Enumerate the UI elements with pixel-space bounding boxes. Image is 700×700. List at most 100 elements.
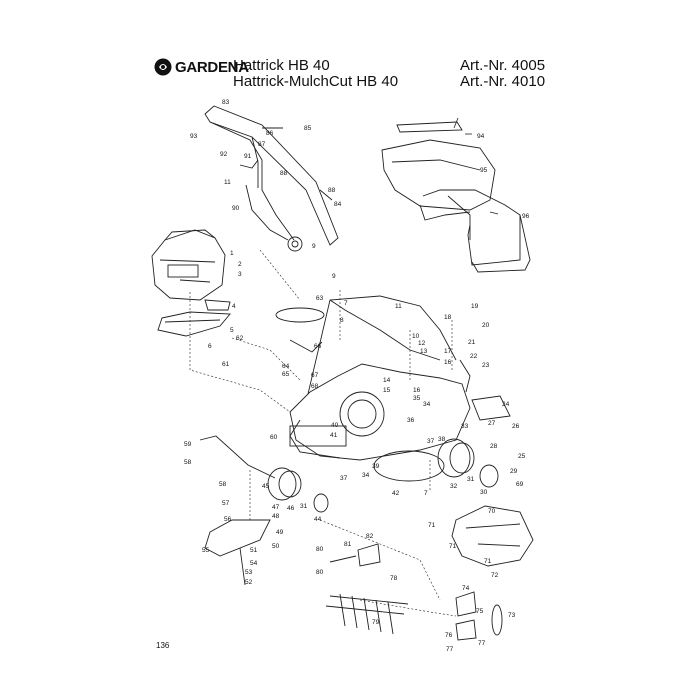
part-label-31a: 31 — [467, 476, 475, 483]
part-label-45: 45 — [262, 483, 270, 490]
part-label-57: 57 — [222, 500, 230, 507]
part-label-71a: 71 — [428, 522, 436, 529]
part-label-82: 82 — [366, 533, 374, 540]
part-label-70: 70 — [488, 508, 496, 515]
part-label-13: 13 — [420, 348, 428, 355]
part-label-31b: 31 — [300, 503, 308, 510]
part-label-16a: 16 — [444, 359, 452, 366]
part-label-10: 10 — [412, 333, 420, 340]
model-title-1: Hattrick HB 40 — [233, 57, 330, 74]
part-label-47: 47 — [272, 504, 280, 511]
part-label-37a: 37 — [427, 438, 435, 445]
brand-name: GARDENA — [175, 58, 249, 76]
handle-assembly-drawing — [204, 105, 339, 252]
part-label-22: 22 — [470, 353, 478, 360]
part-label-54: 54 — [250, 560, 258, 567]
part-label-29: 29 — [510, 468, 518, 475]
part-label-67: 67 — [311, 372, 319, 379]
part-label-66: 66 — [314, 343, 322, 350]
part-label-80b: 80 — [316, 569, 324, 576]
engine-drawing — [151, 229, 226, 301]
deck-drawing — [289, 295, 471, 461]
part-label-93: 93 — [190, 133, 198, 140]
part-label-33: 33 — [461, 423, 469, 430]
part-label-34a: 34 — [423, 401, 431, 408]
part-label-86: 86 — [266, 130, 274, 137]
article-number-1: Art.-Nr. 4005 — [460, 57, 546, 74]
part-label-41: 41 — [330, 432, 338, 439]
part-label-4: 4 — [232, 303, 236, 310]
part-label-16b: 16 — [413, 387, 421, 394]
part-label-37b: 37 — [340, 475, 348, 482]
part-label-52: 52 — [245, 579, 253, 586]
part-label-85: 85 — [304, 125, 312, 132]
height-adjuster-drawing — [199, 435, 276, 586]
part-label-38: 38 — [438, 436, 446, 443]
part-label-88a: 88 — [280, 170, 288, 177]
part-label-73: 73 — [508, 612, 516, 619]
part-label-96: 96 — [522, 213, 530, 220]
part-label-9b: 9 — [332, 273, 336, 280]
part-label-80a: 80 — [316, 546, 324, 553]
part-label-90: 90 — [232, 205, 240, 212]
article-number-2: Art.-Nr. 4010 — [460, 73, 546, 90]
part-label-91: 91 — [244, 153, 252, 160]
part-label-24: 24 — [502, 401, 510, 408]
part-label-60: 60 — [270, 434, 278, 441]
part-label-36: 36 — [407, 417, 415, 424]
part-label-5: 5 — [230, 327, 234, 334]
part-label-18: 18 — [444, 314, 452, 321]
part-label-15: 15 — [383, 387, 391, 394]
part-label-50: 50 — [272, 543, 280, 550]
blade-drawing — [157, 299, 231, 337]
part-label-49: 49 — [276, 529, 284, 536]
belt-drive-drawing — [275, 307, 503, 641]
part-label-51: 51 — [250, 547, 258, 554]
part-label-69: 69 — [516, 481, 524, 488]
part-label-64: 64 — [282, 363, 290, 370]
part-label-42: 42 — [392, 490, 400, 497]
part-label-28: 28 — [490, 443, 498, 450]
part-label-84: 84 — [334, 201, 342, 208]
part-label-75: 75 — [476, 608, 484, 615]
part-label-27: 27 — [488, 420, 496, 427]
scarifier-roller-drawing — [325, 543, 409, 635]
part-label-23: 23 — [482, 362, 490, 369]
part-label-40: 40 — [331, 422, 339, 429]
part-label-87: 87 — [258, 141, 266, 148]
part-label-19: 19 — [471, 303, 479, 310]
gardena-logo: GARDENA — [154, 57, 249, 77]
part-label-39: 39 — [372, 463, 380, 470]
part-label-78: 78 — [390, 575, 398, 582]
model-title-2: Hattrick-MulchCut HB 40 — [233, 73, 399, 90]
part-label-12: 12 — [418, 340, 426, 347]
grass-bag-drawing — [381, 121, 531, 273]
guide-lines — [189, 249, 457, 617]
part-label-83: 83 — [222, 99, 230, 106]
part-label-74: 74 — [462, 585, 470, 592]
part-label-53: 53 — [245, 569, 253, 576]
wheels-drawing — [267, 438, 499, 513]
page-number: 136 — [156, 641, 170, 650]
part-label-92: 92 — [220, 151, 228, 158]
part-label-3: 3 — [238, 271, 242, 278]
part-label-71c: 71 — [484, 558, 492, 565]
part-label-58b: 58 — [219, 481, 227, 488]
part-label-65: 65 — [282, 371, 290, 378]
part-label-32: 32 — [450, 483, 458, 490]
part-label-1: 1 — [230, 250, 234, 257]
part-label-95: 95 — [480, 167, 488, 174]
part-label-58a: 58 — [184, 459, 192, 466]
part-label-17: 17 — [444, 348, 452, 355]
part-label-62: 62 — [236, 335, 244, 342]
part-label-6: 6 — [208, 343, 212, 350]
part-label-56: 56 — [224, 516, 232, 523]
part-label-44: 44 — [314, 516, 322, 523]
part-label-94: 94 — [477, 133, 485, 140]
part-label-63: 63 — [316, 295, 324, 302]
part-label-11a: 11 — [224, 179, 231, 186]
rear-flap-drawing — [459, 359, 511, 421]
part-label-46: 46 — [287, 505, 295, 512]
